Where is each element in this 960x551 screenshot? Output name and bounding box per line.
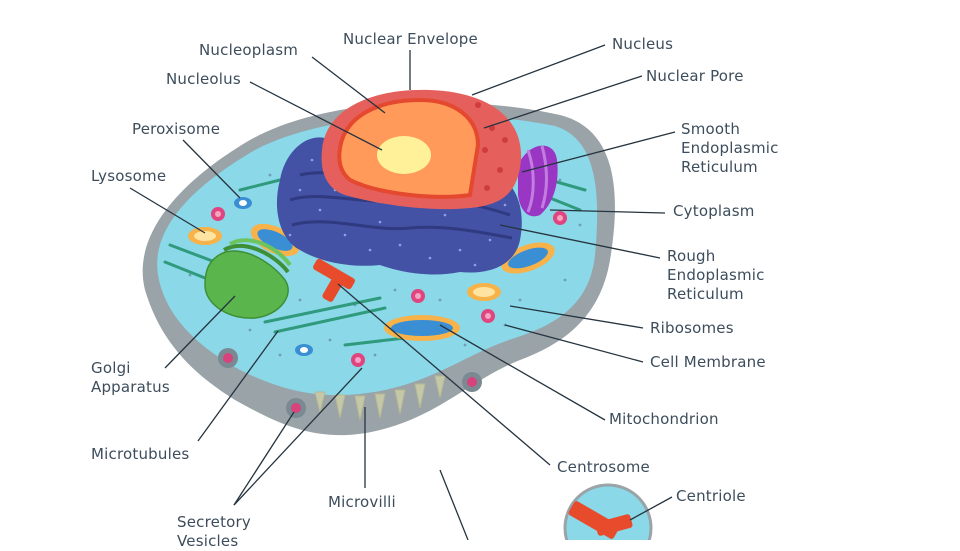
nucleolus	[377, 136, 431, 174]
centriole-inset	[563, 483, 653, 540]
secretory-vesicles	[218, 348, 482, 418]
label-microtubules: Microtubules	[91, 445, 190, 463]
label-microvilli: Microvilli	[328, 493, 396, 511]
microtubules	[163, 178, 587, 347]
golgi-apparatus	[204, 238, 292, 319]
microvilli	[314, 375, 446, 421]
peroxisomes	[234, 197, 313, 356]
label-smooth-er: Smooth Endoplasmic Reticulum	[681, 120, 779, 176]
label-secretory-vesicles: Secretory Vesicles	[177, 513, 251, 550]
smooth-er	[518, 145, 558, 217]
label-nucleolus: Nucleolus	[166, 70, 241, 88]
label-lysosome: Lysosome	[91, 167, 167, 185]
leader-lines	[129, 44, 676, 540]
label-peroxisome: Peroxisome	[132, 120, 221, 138]
label-cell-membrane: Cell Membrane	[650, 353, 766, 371]
label-rough-er: Rough Endoplasmic Reticulum	[667, 247, 765, 303]
label-mitochondrion: Mitochondrion	[609, 410, 719, 428]
label-centrosome: Centrosome	[557, 458, 650, 476]
centrosome	[313, 258, 355, 302]
label-nucleoplasm: Nucleoplasm	[199, 41, 299, 59]
label-nucleus: Nucleus	[612, 35, 674, 53]
label-centriole: Centriole	[676, 487, 746, 505]
nuclear-pores	[475, 102, 508, 191]
label-cytoplasm: Cytoplasm	[673, 202, 755, 220]
label-nuclear-envelope: Nuclear Envelope	[343, 30, 478, 48]
lysosome	[188, 227, 501, 301]
label-nuclear-pore: Nuclear Pore	[646, 67, 744, 85]
label-ribosomes: Ribosomes	[650, 319, 734, 337]
nucleus	[321, 89, 522, 210]
label-golgi: Golgi Apparatus	[91, 359, 170, 396]
